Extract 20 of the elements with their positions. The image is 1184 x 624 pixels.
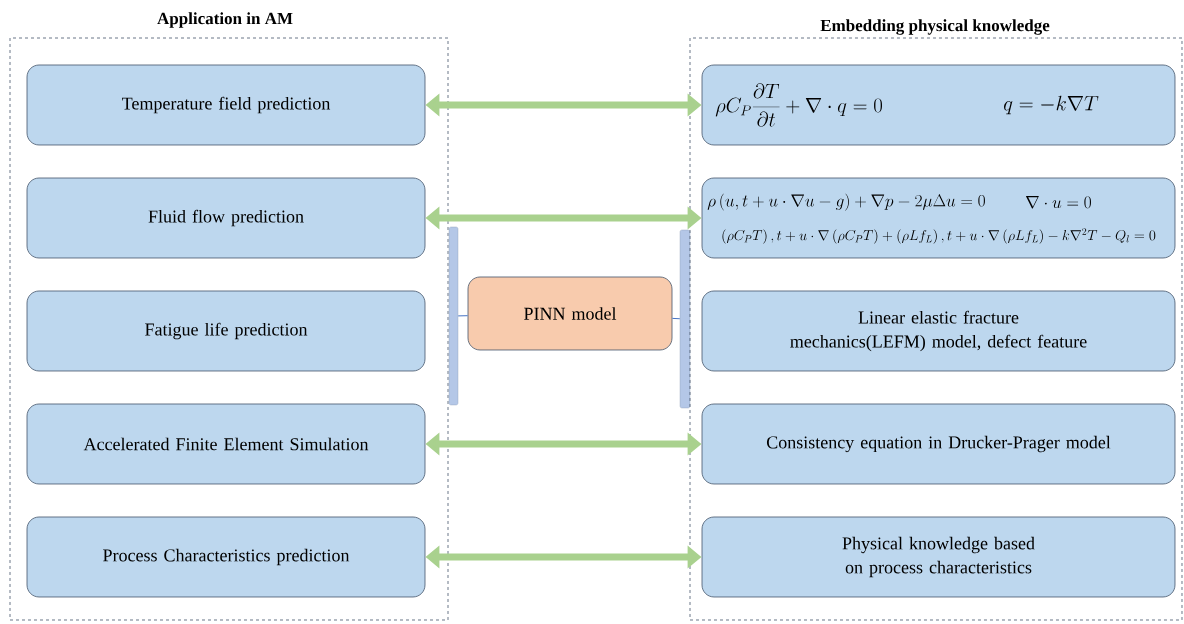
equation: $\rho\left(u,t+u\cdot\nabla u-g\right)+\nabla p-2\mu\Delta u=0$ xyxy=(707,193,985,211)
rounded-box: Linear elastic fracture mechanics(LEFM) model, defect feature xyxy=(701,290,1176,372)
bracket-bar xyxy=(679,229,691,409)
equation: $\nabla\cdot u=0$ xyxy=(1026,196,1091,209)
rounded-box: Accelerated Finite Element Simulation xyxy=(26,403,426,485)
connector-line xyxy=(671,317,681,320)
rounded-box: Process Characteristics prediction xyxy=(26,516,426,598)
bracket-bar xyxy=(448,226,459,406)
panel-heading: Application in AM xyxy=(157,12,293,28)
rounded-box: Physical knowledge based on process characteristics xyxy=(701,516,1176,598)
rounded-box: Fluid flow prediction xyxy=(26,177,426,259)
connector-line xyxy=(457,315,469,317)
panel-heading: Embedding physical knowledge xyxy=(820,19,1050,35)
rounded-box: Fatigue life prediction xyxy=(26,290,426,372)
model-box: PINN model xyxy=(467,276,673,351)
rounded-box: Temperature field prediction xyxy=(26,64,426,146)
equation: $\left(\rho C_P T\right),t+u\cdot\nabla\left(\rho C_P T\right)+\left(\rho L f_L\right),t+u\cdot\nabla\left(\rho L f_L\right)-k\nabla^2 T-Q_l=0$ xyxy=(722,228,1156,244)
equation: $\rho C_P \frac{\partial T}{\partial t}+\nabla\cdot q=0$ xyxy=(715,83,882,127)
equation: $q=-k\nabla T$ xyxy=(1004,95,1099,115)
rounded-box: Consistency equation in Drucker-Prager model xyxy=(701,403,1176,485)
